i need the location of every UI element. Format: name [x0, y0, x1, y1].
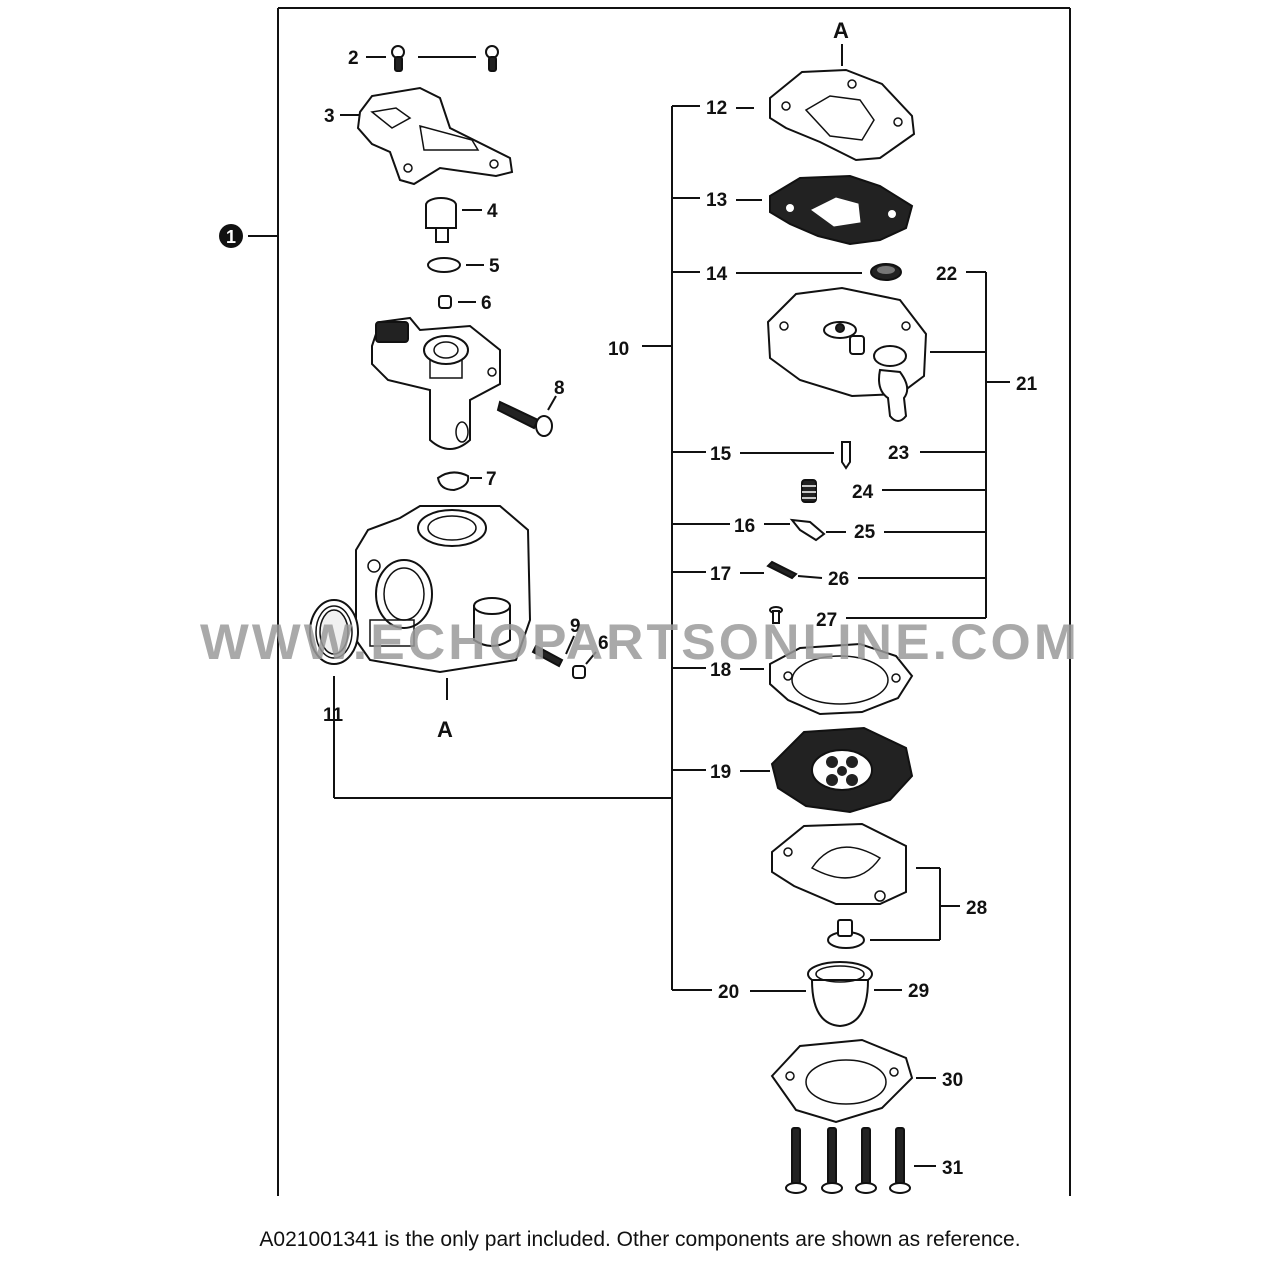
section-marker-top: A: [833, 18, 849, 43]
part-19-metering-diaphragm[interactable]: [770, 726, 914, 814]
callout-31: 31: [942, 1158, 964, 1179]
part-29-primer-bulb[interactable]: [807, 961, 902, 1028]
callout-27: 27: [816, 610, 837, 631]
section-marker-bottom: A: [437, 717, 453, 742]
callout-26: 26: [828, 569, 849, 590]
part-7-eclip[interactable]: [436, 471, 482, 492]
assembly-frame: [277, 7, 1071, 1196]
callout-20: 20: [718, 982, 739, 1003]
callout-23: 23: [888, 443, 909, 464]
callout-18: 18: [710, 660, 731, 681]
kit-bracket-21: [846, 271, 1010, 619]
callout-4: 4: [487, 201, 498, 222]
callout-7: 7: [486, 469, 497, 490]
assembly-number: 1: [226, 227, 236, 247]
callout-17: 17: [710, 564, 731, 585]
part-18-gasket[interactable]: [769, 642, 914, 716]
part-28-metering-cover[interactable]: [771, 822, 960, 949]
callout-16: 16: [734, 516, 755, 537]
part-6-lower-cap[interactable]: [572, 651, 597, 679]
part-26-pin[interactable]: [766, 560, 823, 580]
part-22-screen[interactable]: [870, 263, 902, 281]
part-5-oring[interactable]: [427, 257, 484, 273]
callout-8: 8: [554, 378, 565, 399]
part-9-screw[interactable]: [531, 635, 575, 668]
callout-15: 15: [710, 444, 732, 465]
part-3-plate[interactable]: [340, 86, 514, 186]
part-25-lever[interactable]: [789, 518, 846, 542]
part-12-gasket[interactable]: [769, 68, 916, 162]
part-23-needle[interactable]: [841, 441, 851, 470]
part-27-screw[interactable]: [769, 606, 783, 624]
callout-5: 5: [489, 256, 500, 277]
part-13-pump-diaphragm[interactable]: [769, 174, 914, 246]
carburetor-body[interactable]: [355, 505, 532, 674]
part-8-screw[interactable]: [496, 395, 557, 437]
callout-12: 12: [706, 98, 727, 119]
callout-25: 25: [854, 522, 876, 543]
callout-24: 24: [852, 482, 874, 503]
footer-note: A021001341 is the only part included. Ot…: [259, 1228, 1021, 1251]
filled-circle-number-icon: [219, 224, 243, 248]
part-21-pump-body[interactable]: [766, 286, 928, 422]
callout-6-upper: 6: [481, 293, 492, 314]
part-11-seal-ring[interactable]: [309, 599, 672, 799]
callout-14: 14: [706, 264, 728, 285]
part-31-bolts[interactable]: [785, 1127, 936, 1194]
callout-30: 30: [942, 1070, 963, 1091]
callout-11: 11: [323, 705, 344, 726]
callout-3: 3: [324, 106, 335, 127]
callout-6-lower: 6: [598, 633, 609, 654]
watermark: WWW.ECHOPARTSONLINE.COM: [200, 614, 1080, 670]
part-24-spring[interactable]: [801, 479, 817, 503]
callout-2: 2: [348, 48, 359, 69]
callout-13: 13: [706, 190, 727, 211]
callout-9: 9: [570, 616, 581, 637]
callout-22: 22: [936, 264, 957, 285]
callout-28: 28: [966, 898, 987, 919]
part-30-primer-base[interactable]: [770, 1038, 936, 1124]
throttle-valve-body[interactable]: [371, 316, 501, 450]
callout-10: 10: [608, 339, 629, 360]
part-4-shaft[interactable]: [425, 197, 482, 243]
callout-19: 19: [710, 762, 731, 783]
part-6-cap[interactable]: [438, 295, 476, 309]
callout-29: 29: [908, 981, 929, 1002]
kit-bracket-10: [642, 105, 730, 991]
callout-21: 21: [1016, 374, 1038, 395]
assembly-marker[interactable]: 1: [219, 224, 278, 248]
part-2-screws[interactable]: [366, 45, 499, 72]
